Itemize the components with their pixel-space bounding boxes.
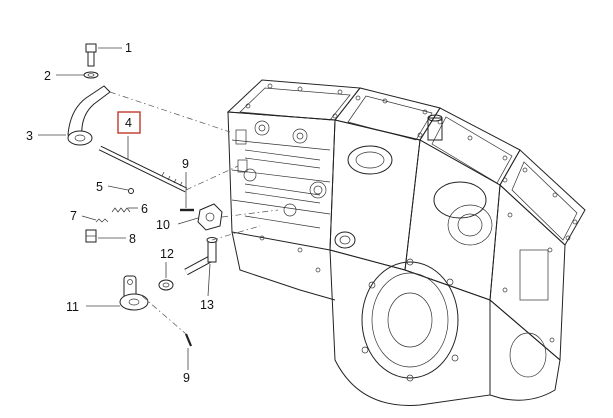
- part-8-plug: [85, 229, 97, 243]
- leader-lines: [38, 47, 211, 370]
- part-11-lever-arm: [119, 275, 149, 311]
- callout-3: 3: [26, 129, 33, 143]
- part-13-crank-shaft: [184, 237, 218, 276]
- callout-4-highlight-box: [117, 111, 141, 134]
- callout-10: 10: [156, 218, 170, 232]
- part-10-fork-block: [197, 203, 223, 231]
- assembly-lines: [109, 91, 279, 335]
- part-4-shift-rod: [98, 145, 188, 193]
- part-9-pin-lower: [184, 333, 193, 347]
- part-1-bolt: [85, 43, 97, 67]
- callout-11: 11: [66, 300, 79, 314]
- part-7-pin: [95, 218, 109, 223]
- part-12-ring: [158, 279, 174, 291]
- part-6-spring: [111, 207, 131, 213]
- callout-9-upper: 9: [182, 157, 189, 171]
- callout-1: 1: [125, 41, 132, 55]
- callout-9-lower: 9: [183, 371, 190, 385]
- part-3-shift-lever: [67, 85, 111, 146]
- callout-13: 13: [200, 298, 214, 312]
- transmission-housing: [226, 79, 586, 406]
- callout-12: 12: [160, 247, 174, 261]
- callout-7: 7: [70, 209, 77, 223]
- part-5-ball: [128, 188, 134, 194]
- callout-4: 4: [125, 116, 132, 130]
- callout-5: 5: [96, 180, 103, 194]
- callout-6: 6: [141, 202, 148, 216]
- callout-labels: 1 2 3 4 5 6 7 8 9 10 11 12 13 9: [26, 41, 214, 385]
- callout-2: 2: [44, 69, 51, 83]
- part-2-washer: [83, 71, 99, 79]
- callout-8: 8: [129, 232, 136, 246]
